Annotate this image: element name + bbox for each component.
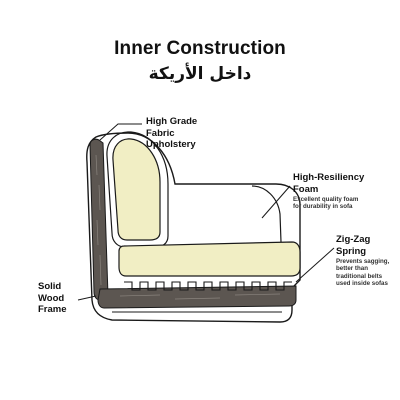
zig-zag-spring xyxy=(124,281,292,291)
foam-label: High-Resiliency Foam xyxy=(293,172,365,195)
seat-cushion-foam xyxy=(118,241,301,277)
diagram-subtitle-arabic: داخل الأريكة xyxy=(148,64,252,84)
spring-leader-line xyxy=(295,247,335,283)
upholstery-outline xyxy=(86,132,301,323)
back-cushion-foam xyxy=(112,138,161,241)
back-cushion-fabric xyxy=(106,131,169,248)
foam-leader-line xyxy=(261,185,291,219)
wood-frame-bottom xyxy=(97,285,297,309)
diagram-title: Inner Construction xyxy=(114,38,286,59)
frame-leader-line xyxy=(77,295,97,301)
wood-grain-back xyxy=(95,154,102,286)
arm-outline xyxy=(251,185,282,243)
fabric-upholstery-label: High Grade Fabric Upholstery xyxy=(146,116,198,150)
foam-description: Excellent quality foam for durability in… xyxy=(293,196,359,211)
wood-frame-label: Solid Wood Frame xyxy=(38,281,67,315)
spring-description: Prevents sagging, better than traditiona… xyxy=(336,258,390,288)
fabric-leader-line xyxy=(99,123,142,141)
wood-frame-back xyxy=(89,138,109,301)
spring-label: Zig-Zag Spring xyxy=(336,234,371,257)
wood-grain-bottom xyxy=(119,293,281,300)
